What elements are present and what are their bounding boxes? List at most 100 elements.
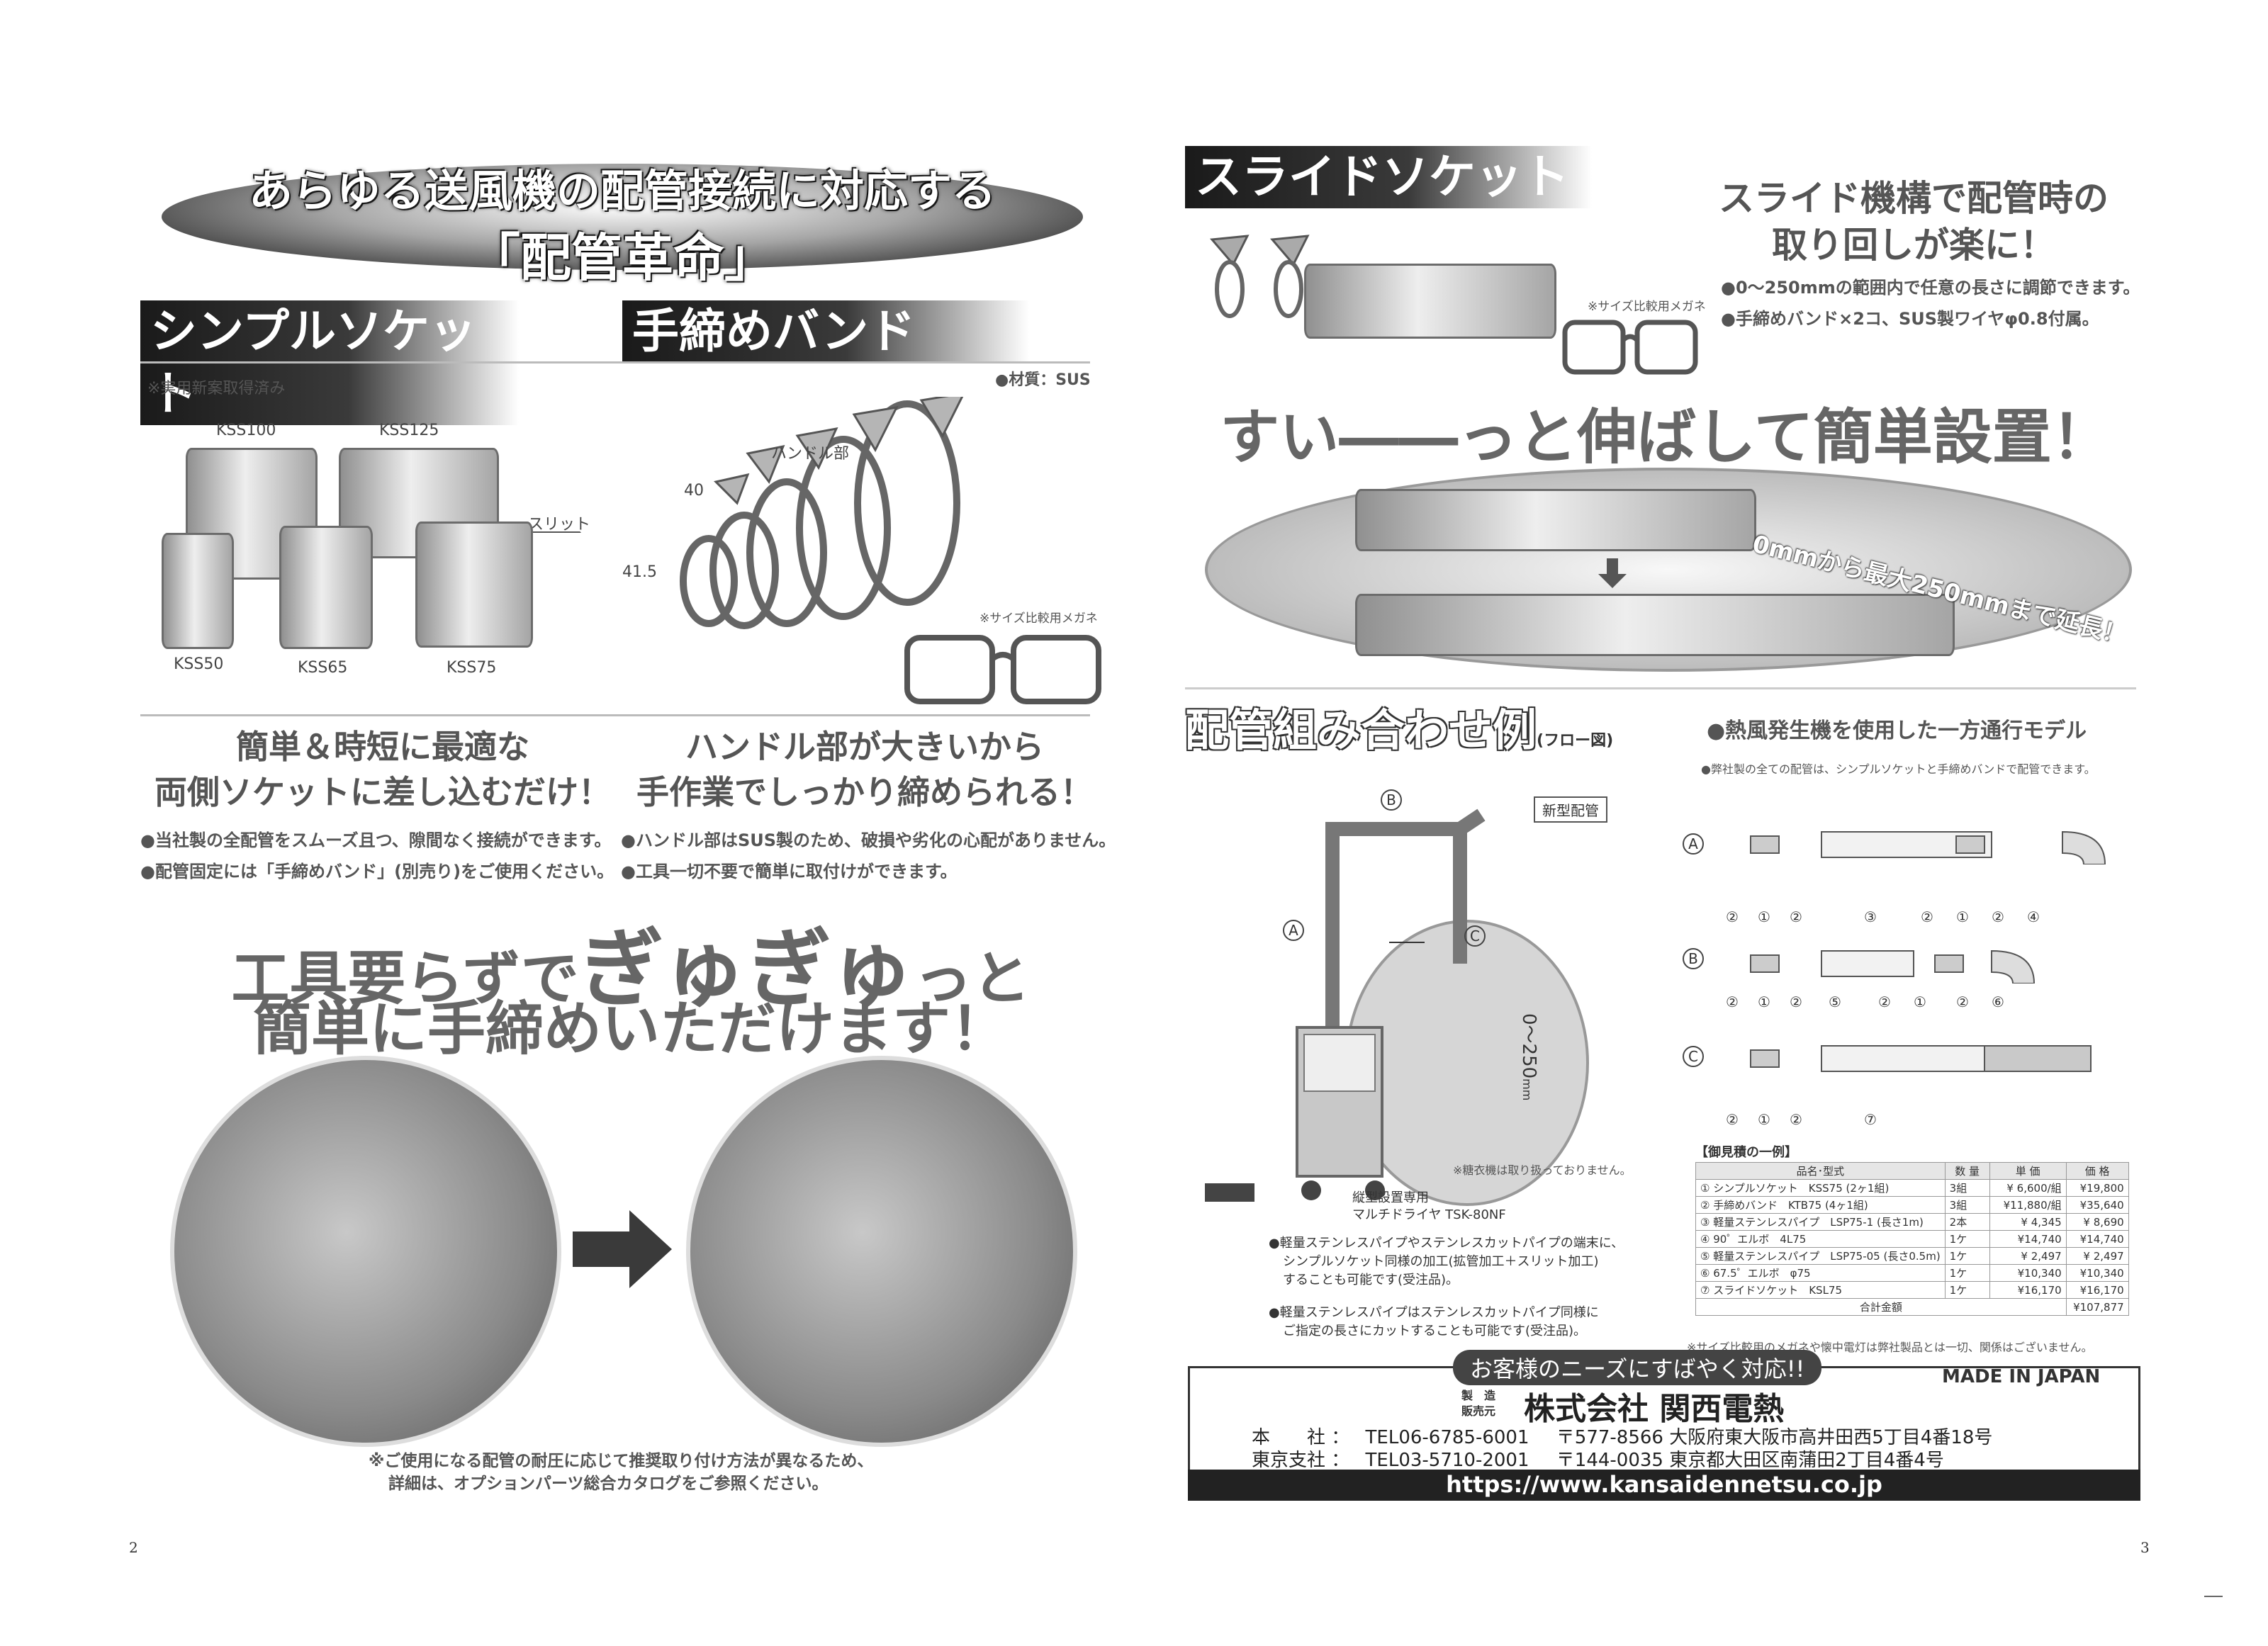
hq-tel: TEL06-6785-6001	[1365, 1427, 1529, 1448]
estimate-header-qty: 数 量	[1944, 1162, 1990, 1180]
handle-label: ハンドル部	[771, 445, 850, 463]
slide-catch1: スライド機構で配管時の	[1719, 178, 2109, 219]
new-pipe-label: 新型配管	[1534, 796, 1607, 823]
band-catch1: ハンドル部が大きいから	[685, 728, 1044, 766]
socket-bullet-2: ●配管固定には「手締めバンド」(別売り)をご使用ください。	[140, 862, 614, 881]
row-c-parts	[1722, 1036, 2119, 1078]
cell: ③ 軽量ステンレスパイプ LSP75-1 (長さ1m)	[1695, 1213, 1946, 1231]
row-c-n1: ②	[1726, 1111, 1739, 1128]
cell: ¥ 2,497	[2065, 1247, 2129, 1265]
piping-rule	[1185, 687, 2136, 689]
tokyo-addr: 〒144-0035 東京都大田区南蒲田2丁目4番4号	[1556, 1450, 1944, 1471]
row-c-label: C	[1683, 1046, 1704, 1067]
company-tagline: お客様のニーズにすばやく対応!!	[1453, 1350, 1822, 1385]
kss100-label: KSS100	[216, 422, 276, 439]
cell: ¥14,740	[1989, 1230, 2067, 1248]
tokyo-line: 東京支社 ： TEL03-5710-2001 〒144-0035 東京都大田区南…	[1252, 1445, 1944, 1472]
slide-socket-photo	[1304, 264, 1556, 339]
cell: ¥10,340	[2065, 1264, 2129, 1282]
cell: ¥14,740	[2065, 1230, 2129, 1248]
slide-big-catch: すい――っと伸ばして簡単設置！	[1220, 402, 2111, 472]
big-catch-line1: 工具要らずでぎゅぎゅっと	[213, 900, 1049, 1023]
row-b-n7: ②	[1956, 993, 1969, 1010]
cell: ① シンプルソケット KSS75 (2ヶ1組)	[1695, 1179, 1946, 1197]
label-c-machine: C	[1464, 925, 1486, 947]
row-a-n3: ②	[1790, 908, 1802, 925]
photo-after	[686, 1056, 1077, 1447]
arrow-down-icon	[1598, 558, 1627, 588]
kss75-label: KSS75	[447, 659, 497, 677]
cell: 2本	[1944, 1213, 1990, 1231]
no-stand-note: ※糖衣機は取り扱っておりません。	[1453, 1163, 1632, 1177]
cell: ⑦ スライドソケット KSL75	[1695, 1281, 1946, 1299]
cell: ④ 90゜エルボ 4L75	[1695, 1230, 1946, 1248]
cell: ¥ 4,345	[1989, 1213, 2067, 1231]
cell: ¥16,170	[2065, 1281, 2129, 1299]
page-number-right: 3	[2140, 1539, 2150, 1556]
cell: ② 手締めバンド KTB75 (4ヶ1組)	[1695, 1196, 1946, 1214]
piping-note-1: ●軽量ステンレスパイプやステンレスカットパイプの端末に、	[1269, 1236, 1624, 1251]
arrow-right-icon	[573, 1210, 672, 1288]
cell: ⑥ 67.5゜エルボ φ75	[1695, 1264, 1946, 1282]
hq-line: 本 社 ： TEL06-6785-6001 〒577-8566 大阪府東大阪市高…	[1252, 1423, 1992, 1449]
big-catch-1b: ぎゅぎゅ	[578, 920, 914, 1019]
range-label: 0～250mm	[1517, 1013, 1544, 1100]
row-a-n5: ②	[1921, 908, 1933, 925]
big-catch-1c: っと	[914, 945, 1031, 1013]
row-a-parts	[1722, 822, 2119, 864]
slide-bullet-2: ●手締めバンド×2コ、SUS製ワイヤφ0.8付属。	[1721, 309, 2099, 329]
kss125-label: KSS125	[379, 422, 439, 439]
row-a-n4: ③	[1864, 908, 1877, 925]
cell: 3組	[1944, 1196, 1990, 1214]
slide-catch2: 取り回しが楽に！	[1772, 225, 2055, 266]
row-b-n5: ②	[1878, 993, 1891, 1010]
piping-note-3: することも可能です(受注品)。	[1283, 1273, 1459, 1287]
row-b-n4: ⑤	[1829, 993, 1841, 1010]
cell: ¥ 8,690	[2065, 1213, 2129, 1231]
footnote-2: 詳細は、オプションパーツ総合カタログをご参照ください。	[388, 1475, 829, 1493]
company-url[interactable]: https://www.kansaidennetsu.co.jp	[1446, 1471, 1882, 1498]
dim415-label: 41.5	[622, 563, 657, 581]
page-number-left: 2	[129, 1539, 138, 1556]
estimate-table: 品名･型式 数 量 単 価 価 格 ① シンプルソケット KSS75 (2ヶ1組…	[1695, 1162, 2129, 1316]
piping-note-5: ご指定の長さにカットすることも可能です(受注品)。	[1283, 1324, 1587, 1338]
row-c-n2: ①	[1758, 1111, 1770, 1128]
row-a-n1: ②	[1726, 908, 1739, 925]
piping-heading-sub: (フロー図)	[1537, 732, 1614, 750]
range-unit: mm	[1520, 1078, 1534, 1101]
piping-heading: 配管組み合わせ例(フロー図)	[1185, 694, 1613, 758]
socket-kss75	[415, 522, 533, 648]
cell: ¥11,880/組	[1989, 1196, 2067, 1214]
row-b-n8: ⑥	[1992, 993, 2004, 1010]
cell: ¥19,800	[2065, 1179, 2129, 1197]
cell: 1ケ	[1944, 1281, 1990, 1299]
piping-heading-main: 配管組み合わせ例	[1185, 704, 1537, 756]
socket-catch2: 両側ソケットに差し込むだけ！	[155, 773, 611, 811]
cell: 1ケ	[1944, 1247, 1990, 1265]
company-name: 株式会社 関西電熱	[1524, 1391, 1785, 1427]
row-b-label: B	[1683, 948, 1704, 969]
range-value: 0～250	[1518, 1013, 1539, 1079]
glasses-note: ※サイズ比較用メガネ	[979, 611, 1098, 626]
band-bullet-1: ●ハンドル部はSUS製のため、破損や劣化の心配がありません。	[621, 830, 1116, 850]
row-b-n6: ①	[1914, 993, 1926, 1010]
estimate-header-name: 品名･型式	[1695, 1162, 1946, 1180]
estimate-header-unit: 単 価	[1989, 1162, 2067, 1180]
estimate-total: ¥107,877	[2065, 1298, 2129, 1316]
cell: ¥ 6,600/組	[1989, 1179, 2067, 1197]
row-b-parts	[1722, 941, 2119, 983]
cell: ⑤ 軽量ステンレスパイプ LSP75-05 (長さ0.5m)	[1695, 1247, 1946, 1265]
row-a-label: A	[1683, 833, 1704, 855]
cell: 1ケ	[1944, 1230, 1990, 1248]
piping-note-4: ●軽量ステンレスパイプはステンレスカットパイプ同様に	[1269, 1305, 1599, 1320]
table-row: ⑤ 軽量ステンレスパイプ LSP75-05 (長さ0.5m)1ケ¥ 2,497¥…	[1695, 1247, 2129, 1265]
url-bar	[1188, 1470, 2140, 1501]
slide-glasses-note: ※サイズ比較用メガネ	[1588, 300, 1706, 314]
machine-diagram	[1198, 787, 1637, 1226]
dim40-label: 40	[684, 482, 704, 500]
material-note: ●材質：SUS	[995, 371, 1091, 389]
row-a-n2: ①	[1758, 908, 1770, 925]
catch-rule	[140, 714, 1090, 716]
hand-band-illustration	[624, 397, 1106, 701]
cell: 3組	[1944, 1179, 1990, 1197]
